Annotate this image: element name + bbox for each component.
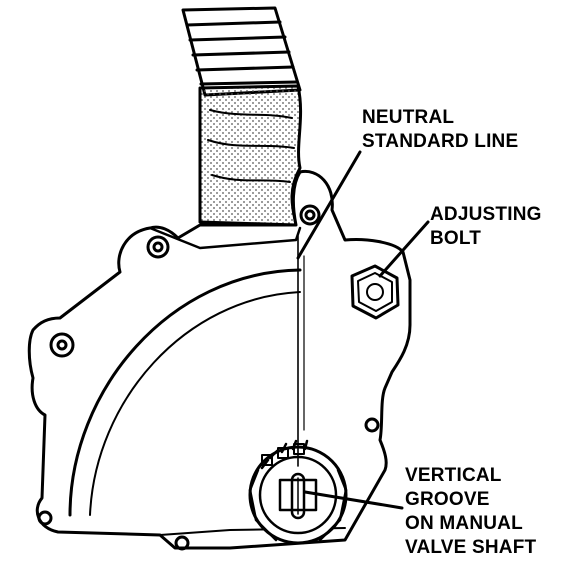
mounting-hole-lower-left (37, 510, 53, 526)
protective-boot (198, 84, 303, 227)
adjusting-bolt-icon (350, 264, 400, 320)
mounting-hole-bottom (174, 535, 190, 551)
label-line: ADJUSTING (430, 204, 542, 225)
switch-body (27, 169, 412, 550)
adjusting-bolt-label: ADJUSTING BOLT (430, 203, 542, 251)
label-line: NEUTRAL (362, 107, 455, 128)
mounting-hole-right (364, 417, 380, 433)
label-line: BOLT (430, 228, 482, 249)
label-line: GROOVE (405, 489, 490, 510)
label-line: VERTICAL (405, 465, 502, 486)
label-line: STANDARD LINE (362, 131, 519, 152)
mounting-hole-left-upper (146, 235, 170, 259)
mounting-hole-upper (299, 204, 321, 226)
wiring-harness (181, 6, 302, 97)
neutral-standard-line-label: NEUTRAL STANDARD LINE (362, 106, 518, 154)
neutral-standard-line (297, 235, 305, 467)
leader-bolt (378, 220, 430, 278)
label-line: ON MANUAL (405, 513, 523, 534)
leader-neutral (296, 150, 362, 260)
mounting-hole-left (49, 332, 75, 358)
vertical-groove-label: VERTICAL GROOVE ON MANUAL VALVE SHAFT (405, 464, 536, 560)
leader-groove (303, 490, 404, 510)
label-line: VALVE SHAFT (405, 537, 537, 558)
